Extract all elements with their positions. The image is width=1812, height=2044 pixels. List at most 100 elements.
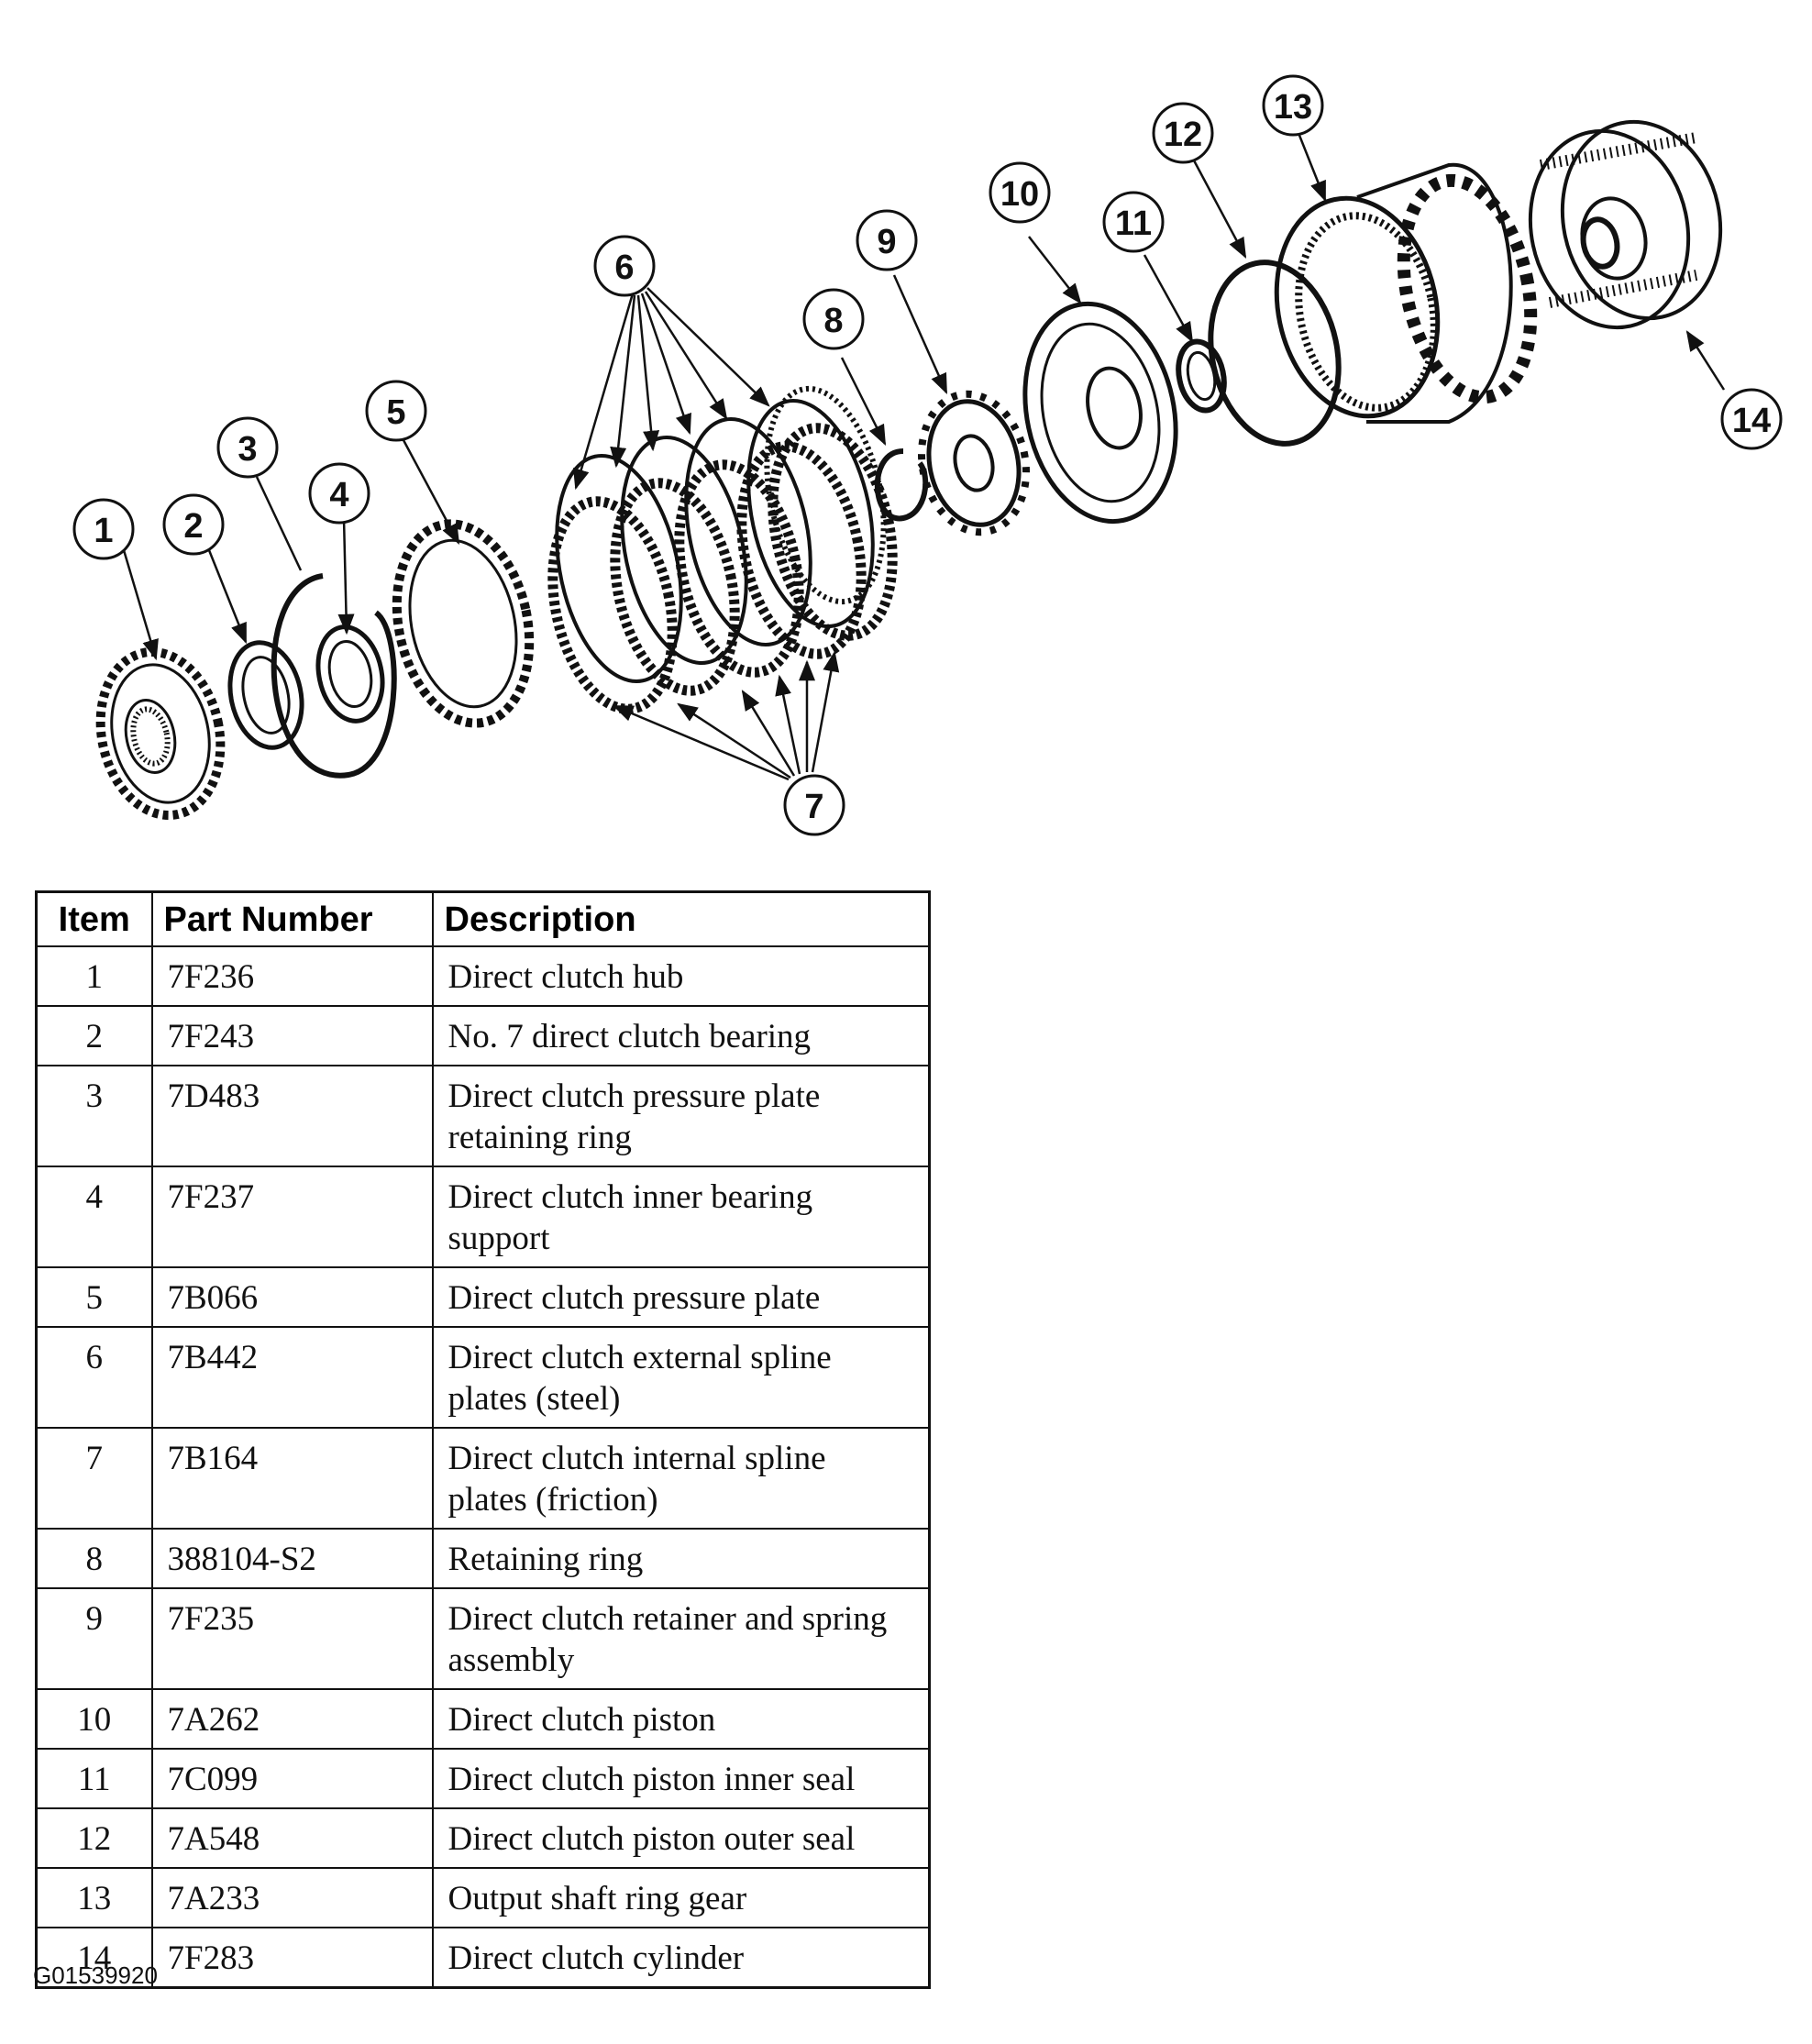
part-11-inner-seal <box>1176 338 1227 414</box>
cell-item: 12 <box>35 1807 153 1869</box>
callout-5: 5 <box>365 380 427 442</box>
part-13-ring-gear <box>1274 162 1538 424</box>
cell-description: Direct clutch pressure plate <box>431 1266 931 1328</box>
cell-item: 7 <box>35 1427 153 1530</box>
cell-part-number: 7B066 <box>150 1266 434 1328</box>
part-3-retaining-ring <box>271 573 397 779</box>
callout-11-label: 11 <box>1115 204 1152 243</box>
header-part-number: Part Number <box>150 890 434 947</box>
cell-description: Direct clutch cylinder <box>431 1927 931 1989</box>
callout-9: 9 <box>856 209 918 271</box>
callout-10: 10 <box>989 161 1051 224</box>
cell-item: 9 <box>35 1587 153 1690</box>
part-6-7-clutch-plate-stack <box>547 385 898 714</box>
cell-item: 5 <box>35 1266 153 1328</box>
cell-part-number: 7B442 <box>150 1326 434 1429</box>
cell-part-number: 7A548 <box>150 1807 434 1869</box>
callout-3-label: 3 <box>238 430 257 469</box>
cell-description: Output shaft ring gear <box>431 1867 931 1928</box>
callout-12: 12 <box>1152 102 1214 164</box>
part-12-outer-seal <box>1208 260 1342 447</box>
callout-6: 6 <box>593 235 656 297</box>
cell-part-number: 7F235 <box>150 1587 434 1690</box>
exploded-view-diagram: 1 2 3 4 5 6 7 8 9 10 11 12 13 14 <box>72 74 1783 836</box>
callout-12-label: 12 <box>1164 116 1202 154</box>
cell-part-number: 7D483 <box>150 1065 434 1167</box>
leader-lines <box>122 127 1726 781</box>
callout-7: 7 <box>783 774 845 836</box>
cell-description: Direct clutch hub <box>431 945 931 1007</box>
cell-item: 2 <box>35 1005 153 1066</box>
cell-item: 3 <box>35 1065 153 1167</box>
cell-description: Direct clutch internal spline plates (fr… <box>431 1427 931 1530</box>
part-8-retaining-ring <box>874 448 929 522</box>
callout-6-label: 6 <box>614 249 634 287</box>
callout-4-label: 4 <box>329 476 348 514</box>
cell-part-number: 388104-S2 <box>150 1528 434 1589</box>
callout-2-label: 2 <box>183 507 203 546</box>
callout-5-label: 5 <box>386 393 405 432</box>
cell-description: Retaining ring <box>431 1528 931 1589</box>
cell-description: Direct clutch retainer and spring assemb… <box>431 1587 931 1690</box>
cell-part-number: 7A262 <box>150 1688 434 1750</box>
cell-part-number: 7C099 <box>150 1748 434 1809</box>
header-item: Item <box>35 890 153 947</box>
part-2-bearing <box>227 640 304 750</box>
callout-14: 14 <box>1720 388 1783 450</box>
cell-item: 8 <box>35 1528 153 1589</box>
cell-description: No. 7 direct clutch bearing <box>431 1005 931 1066</box>
cell-part-number: 7B164 <box>150 1427 434 1530</box>
callout-2: 2 <box>162 493 225 556</box>
callout-7-label: 7 <box>804 788 823 826</box>
callout-10-label: 10 <box>1000 175 1039 214</box>
callout-13-label: 13 <box>1274 88 1312 127</box>
callout-8-label: 8 <box>823 302 843 340</box>
cell-item: 13 <box>35 1867 153 1928</box>
part-9-spring-assembly <box>917 390 1031 536</box>
cell-part-number: 7F236 <box>150 945 434 1007</box>
cell-item: 6 <box>35 1326 153 1429</box>
part-1-clutch-hub <box>95 646 226 821</box>
cell-description: Direct clutch external spline plates (st… <box>431 1326 931 1429</box>
cell-item: 10 <box>35 1688 153 1750</box>
table-header-row: Item Part Number Description <box>35 890 931 947</box>
callout-8: 8 <box>802 288 865 350</box>
cell-part-number: 7A233 <box>150 1867 434 1928</box>
cell-description: Direct clutch pressure plate retaining r… <box>431 1065 931 1167</box>
callout-9-label: 9 <box>877 223 896 261</box>
cell-item: 4 <box>35 1166 153 1268</box>
callout-1: 1 <box>72 498 135 560</box>
cell-item: 14 <box>35 1927 153 1989</box>
cell-description: Direct clutch inner bearing support <box>431 1166 931 1268</box>
cell-description: Direct clutch piston outer seal <box>431 1807 931 1869</box>
callout-1-label: 1 <box>94 512 113 550</box>
part-5-pressure-plate <box>392 519 535 728</box>
figure-code: G01539920 <box>33 1961 158 1989</box>
cell-part-number: 7F283 <box>150 1927 434 1989</box>
cell-part-number: 7F243 <box>150 1005 434 1066</box>
callout-4: 4 <box>308 462 370 525</box>
callout-11: 11 <box>1102 191 1165 253</box>
part-14-clutch-cylinder <box>1528 119 1723 330</box>
cell-item: 11 <box>35 1748 153 1809</box>
cell-item: 1 <box>35 945 153 1007</box>
callout-3: 3 <box>216 416 279 479</box>
cell-description: Direct clutch piston <box>431 1688 931 1750</box>
callout-14-label: 14 <box>1732 402 1771 440</box>
cell-part-number: 7F237 <box>150 1166 434 1268</box>
